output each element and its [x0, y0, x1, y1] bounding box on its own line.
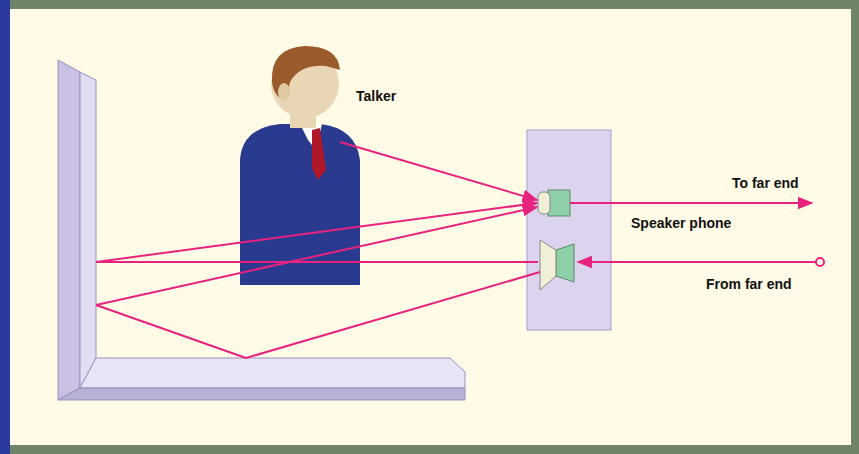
text-label: Talker	[356, 89, 396, 104]
text-label: From far end	[706, 277, 792, 292]
left-bar	[0, 0, 10, 454]
device-label: Speaker phone	[631, 216, 731, 231]
speaker-phone-box: Speaker phone	[527, 130, 611, 330]
top-bar	[0, 0, 859, 9]
wall-floor	[58, 60, 465, 400]
talker-figure	[240, 46, 360, 285]
right-bar	[851, 0, 859, 454]
speaker-phone-unit	[527, 130, 611, 330]
sound-paths	[96, 142, 824, 358]
bottom-bar	[0, 445, 859, 454]
text-label: To far end	[732, 176, 799, 191]
